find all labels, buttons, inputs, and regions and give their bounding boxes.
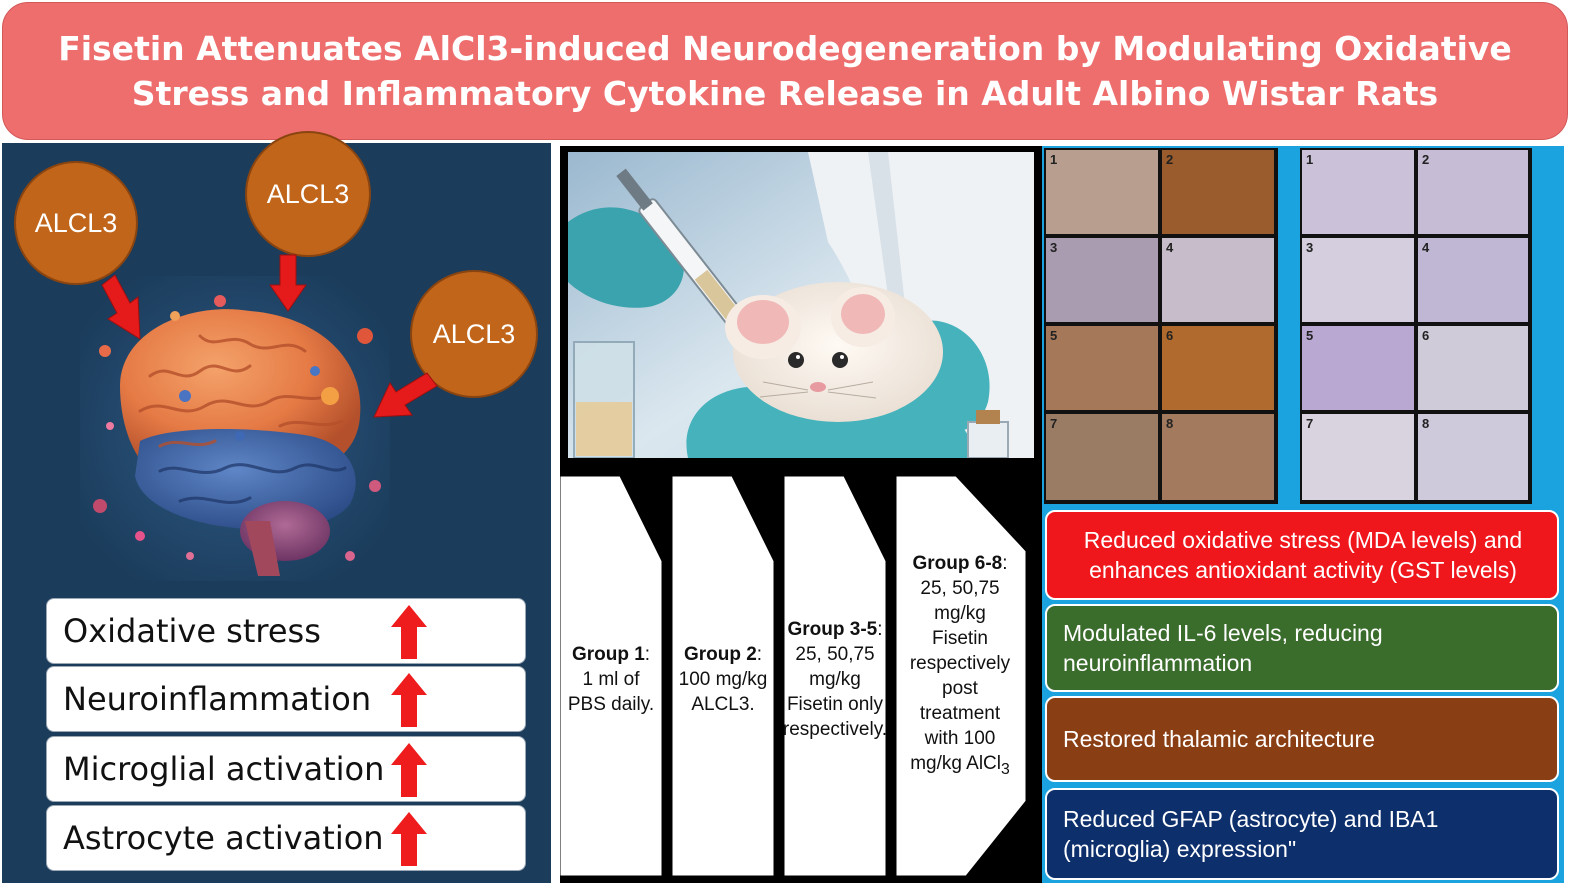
result-thalamic-architecture: Restored thalamic architecture	[1045, 696, 1559, 782]
micrograph-7: 7	[1046, 414, 1158, 500]
effect-neuroinflammation: Neuroinflammation	[46, 666, 526, 732]
micrograph-4: 4	[1162, 238, 1274, 322]
micrograph-8: 8	[1162, 414, 1274, 500]
chevron-icon	[671, 475, 775, 877]
result-gfap-iba1: Reduced GFAP (astrocyte) and IBA1 (micro…	[1045, 788, 1559, 880]
group-6-8: Group 6-8: 25, 50,75 mg/kg Fisetin respe…	[904, 466, 1016, 866]
effect-microglial-activation: Microglial activation	[46, 736, 526, 802]
result-text: Reduced GFAP (astrocyte) and IBA1 (micro…	[1063, 806, 1439, 862]
ihc-micrograph-grid: 1 2 3 4 5 6 7 8	[1044, 148, 1278, 504]
group-chevrons	[560, 475, 1027, 877]
micrograph-6: 6	[1162, 326, 1274, 410]
he-micrograph-grid: 1 2 3 4 5 6 7 8	[1300, 148, 1532, 504]
micrograph-1: 1	[1046, 150, 1158, 234]
group-2: Group 2: 100 mg/kg ALCL3.	[678, 479, 768, 879]
up-arrow-icon	[391, 812, 427, 866]
right-panel: 1 2 3 4 5 6 7 8 1 2 3 4 5 6 7 8 Reduced …	[1042, 146, 1564, 883]
effect-astrocyte-activation: Astrocyte activation	[46, 805, 526, 871]
arrow-icon	[373, 372, 438, 418]
effect-label: Astrocyte activation	[63, 819, 384, 857]
group-label: Group 3-5	[787, 618, 878, 640]
alcl3-label: ALCL3	[266, 178, 350, 209]
alcl3-label: ALCL3	[34, 207, 118, 238]
micrograph-1: 1	[1302, 150, 1414, 234]
arrows-to-brain	[101, 254, 438, 418]
micrograph-8: 8	[1418, 414, 1528, 500]
effect-label: Neuroinflammation	[63, 680, 372, 718]
effect-label: Oxidative stress	[63, 612, 321, 650]
brain-illustration	[80, 276, 390, 581]
micrograph-7: 7	[1302, 414, 1414, 500]
alcl3-label: ALCL3	[432, 318, 516, 349]
alcl3-agent-2: ALCL3	[245, 131, 371, 257]
group-description: : 25, 50,75 mg/kg Fisetin respectively p…	[909, 552, 1011, 774]
arrow-icon	[101, 274, 141, 340]
result-text: Reduced oxidative stress (MDA levels) an…	[1083, 527, 1523, 583]
group-label: Group 1	[571, 643, 645, 665]
group-description: : 1 ml of PBS daily.	[567, 643, 655, 715]
alcl3-agent-1: ALCL3	[14, 161, 138, 285]
result-text: Restored thalamic architecture	[1063, 726, 1375, 752]
group-1: Group 1: 1 ml of PBS daily.	[566, 479, 656, 879]
left-panel: ALCL3 ALCL3 ALCL3 Oxidative stress Neuro…	[2, 131, 551, 883]
micrograph-4: 4	[1418, 238, 1528, 322]
micrograph-5: 5	[1046, 326, 1158, 410]
chevron-icon	[560, 475, 663, 877]
micrograph-3: 3	[1302, 238, 1414, 322]
group-description: : 100 mg/kg ALCL3.	[678, 643, 768, 715]
subscript: 3	[1001, 760, 1010, 778]
arrow-icon	[269, 254, 307, 312]
micrograph-2: 2	[1162, 150, 1274, 234]
chevron-icon	[783, 475, 887, 877]
result-oxidative-stress: Reduced oxidative stress (MDA levels) an…	[1045, 510, 1559, 600]
effect-oxidative-stress: Oxidative stress	[46, 598, 526, 664]
page-title: Fisetin Attenuates AlCl3-induced Neurode…	[58, 29, 1512, 113]
result-text: Modulated IL-6 levels, reducing neuroinf…	[1063, 620, 1383, 676]
up-arrow-icon	[391, 605, 427, 659]
micrograph-3: 3	[1046, 238, 1158, 322]
up-arrow-icon	[391, 673, 427, 727]
title-banner: Fisetin Attenuates AlCl3-induced Neurode…	[2, 2, 1568, 140]
group-description: : 25, 50,75 mg/kg Fisetin only respectiv…	[782, 618, 888, 740]
micrograph-5: 5	[1302, 326, 1414, 410]
rat-injection-photo	[568, 152, 1034, 458]
effect-label: Microglial activation	[63, 750, 385, 788]
group-3-5: Group 3-5: 25, 50,75 mg/kg Fisetin only …	[783, 479, 887, 879]
alcl3-agent-3: ALCL3	[410, 270, 538, 398]
micrograph-2: 2	[1418, 150, 1528, 234]
group-label: Group 6-8	[912, 552, 1003, 574]
middle-panel: Group 1: 1 ml of PBS daily. Group 2: 100…	[560, 146, 1042, 883]
chevron-icon	[895, 475, 1027, 877]
micrograph-6: 6	[1418, 326, 1528, 410]
result-il6: Modulated IL-6 levels, reducing neuroinf…	[1045, 604, 1559, 692]
up-arrow-icon	[391, 743, 427, 797]
group-label: Group 2	[683, 643, 757, 665]
